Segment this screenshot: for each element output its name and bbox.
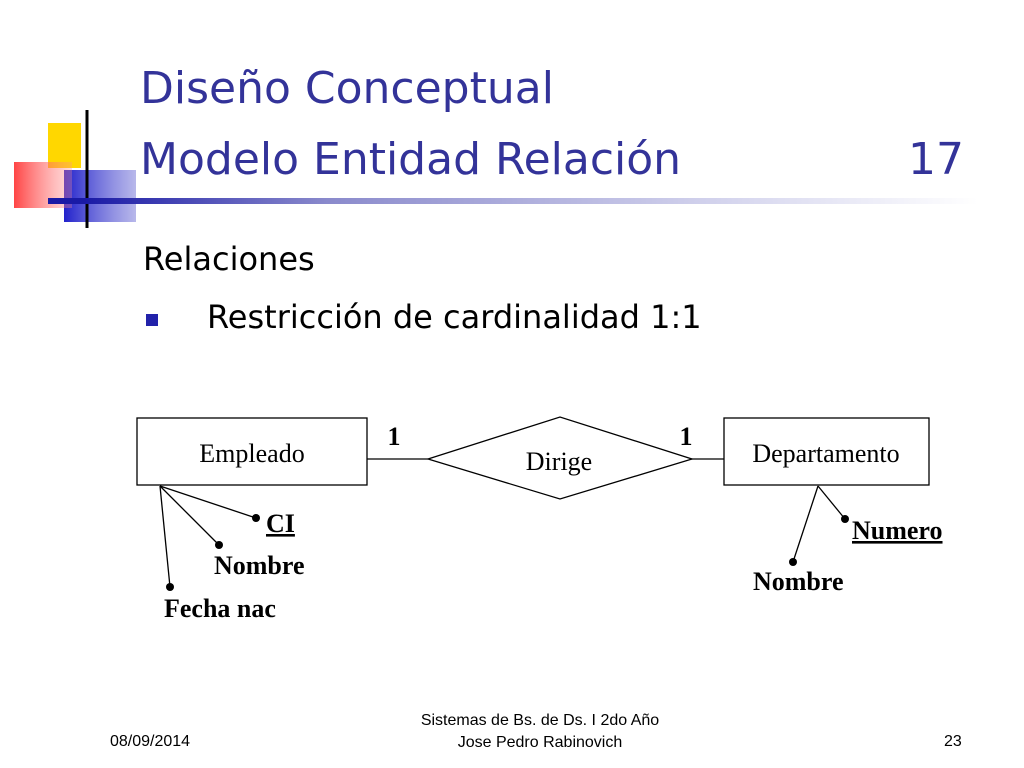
title-underline <box>48 198 978 204</box>
bullet-square-icon <box>146 314 158 326</box>
section-heading: Relaciones <box>143 240 315 278</box>
attr-dot-numero <box>841 515 849 523</box>
entity-departamento-label: Departamento <box>752 439 899 468</box>
attr-line-ci <box>159 485 257 519</box>
attr-dot-ci <box>252 514 260 522</box>
slide-title-line-1: Diseño Conceptual <box>140 63 554 114</box>
cardinality-left: 1 <box>388 422 401 451</box>
attr-line-nombre-empleado <box>159 485 220 546</box>
attr-label-nombre-empleado: Nombre <box>214 551 305 580</box>
footer-page-number: 23 <box>944 733 962 750</box>
attr-dot-fecha-nac <box>166 583 174 591</box>
attr-label-nombre-departamento: Nombre <box>753 567 844 596</box>
attr-label-numero: Numero <box>852 516 943 545</box>
entity-empleado-label: Empleado <box>199 439 304 468</box>
footer-date: 08/09/2014 <box>110 733 191 750</box>
slide-title-number: 17 <box>908 134 964 185</box>
logo-blue-square <box>64 170 136 222</box>
slide-title-line-2: Modelo Entidad Relación <box>140 134 682 185</box>
logo-yellow-square <box>48 123 81 168</box>
attr-label-ci: CI <box>266 509 295 538</box>
entity-departamento-box <box>723 417 930 486</box>
relationship-diamond <box>425 416 695 500</box>
footer-course: Sistemas de Bs. de Ds. I 2do Año <box>420 712 660 729</box>
footer-center: Sistemas de Bs. de Ds. I 2do Año Jose Pe… <box>340 710 740 754</box>
footer-author: Jose Pedro Rabinovich <box>457 734 623 751</box>
entity-empleado-box <box>136 417 368 486</box>
bullet-text: Restricción de cardinalidad 1:1 <box>207 298 702 336</box>
attr-dot-nombre-empleado <box>215 541 223 549</box>
attr-line-numero <box>817 485 846 520</box>
attr-line-nombre-departamento <box>792 485 819 563</box>
relationship-label: Dirige <box>526 447 592 476</box>
attr-label-fecha-nac: Fecha nac <box>164 594 276 623</box>
attr-line-fecha-nac <box>159 485 171 588</box>
cardinality-right: 1 <box>680 422 693 451</box>
attr-dot-nombre-departamento <box>789 558 797 566</box>
